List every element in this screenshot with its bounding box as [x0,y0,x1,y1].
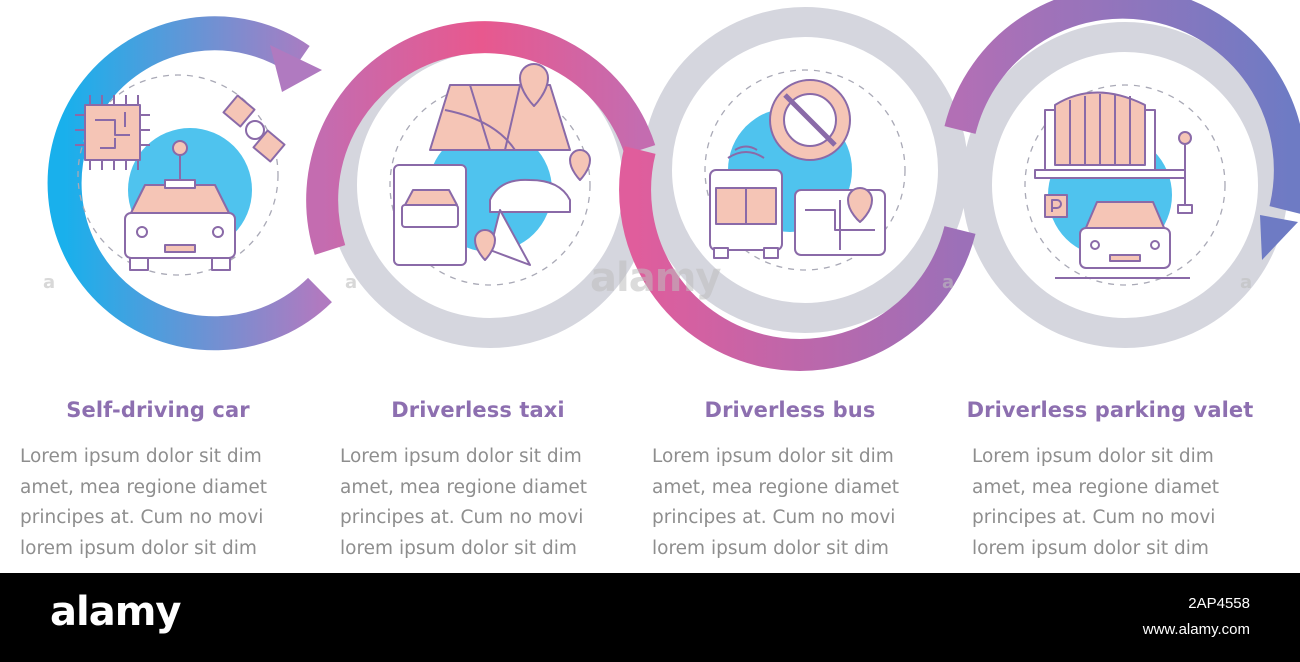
step-self-driving-car: Self-driving car Lorem ipsum dolor sit d… [8,398,308,564]
watermark-small-mark: a [942,272,955,293]
step-title: Self-driving car [66,398,250,422]
watermark-center: alamy [590,255,721,301]
ring-arc-4 [944,0,1300,214]
taxi-app-map-pin-icon [393,63,591,266]
watermark-small-mark: a [43,272,56,293]
dashed-circle-4 [1024,84,1226,286]
parking-building-car-icon [1034,91,1193,279]
ring-gray-3 [642,7,968,333]
ring-arrow-4 [1260,215,1298,260]
ring-arrow-1 [270,45,322,92]
step-title: Driverless parking valet [966,398,1254,422]
step-driverless-bus: Driverless bus Lorem ipsum dolor sit dim… [640,398,940,564]
autonomous-car-chip-satellite-icon [75,94,286,271]
site-url: www.alamy.com [1142,621,1250,638]
watermark-footer: alamy 2AP4558 www.alamy.com [0,573,1300,662]
step-title: Driverless bus [704,398,876,422]
brand-logo: alamy [50,589,181,635]
watermark-small-mark: a [345,272,358,293]
dashed-circle-3 [704,69,906,271]
dashed-circle-1 [77,74,279,276]
ring-arc-1 [47,16,332,351]
step-title: Driverless taxi [391,398,565,422]
watermark-small-mark: a [1240,272,1253,293]
step-driverless-taxi: Driverless taxi Lorem ipsum dolor sit di… [328,398,628,564]
bus-no-steering-wheel-map-icon [709,79,886,259]
step-driverless-parking-valet: Driverless parking valet Lorem ipsum dol… [960,398,1260,564]
ring-arc-2 [306,21,656,255]
ring-arc-3 [619,146,976,371]
image-id: 2AP4558 [1188,595,1250,612]
ring-gray-4 [962,22,1288,348]
